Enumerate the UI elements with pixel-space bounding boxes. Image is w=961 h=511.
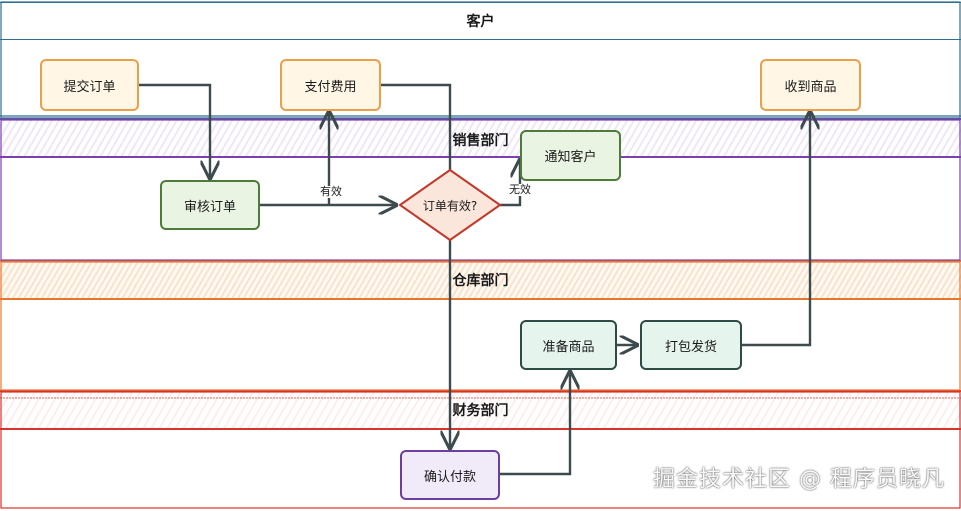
lane-title-customer: 客户 bbox=[466, 14, 495, 30]
node-receive-goods[interactable]: 收到商品 bbox=[760, 59, 861, 111]
node-review-order-label: 审核订单 bbox=[183, 199, 236, 215]
edge-pay-to-confirm bbox=[381, 83, 450, 448]
node-review-order[interactable]: 审核订单 bbox=[160, 180, 260, 230]
node-notify-customer-label: 通知客户 bbox=[544, 150, 597, 165]
edge-pack-to-receive bbox=[742, 112, 810, 347]
node-confirm-payment[interactable]: 确认付款 bbox=[400, 450, 500, 500]
node-pack-ship-label: 打包发货 bbox=[664, 339, 717, 355]
lane-title-sales: 销售部门 bbox=[452, 133, 509, 149]
edge-submit-to-review bbox=[139, 83, 210, 178]
lane-title-warehouse: 仓库部门 bbox=[452, 273, 509, 289]
edge-label-invalid: 无效 bbox=[508, 183, 532, 196]
node-submit-order[interactable]: 提交订单 bbox=[40, 59, 139, 111]
edge-label-valid: 有效 bbox=[319, 185, 343, 198]
node-prepare-goods[interactable]: 准备商品 bbox=[520, 320, 617, 370]
lane-header-warehouse: 仓库部门 bbox=[0, 260, 961, 300]
watermark: 掘金技术社区 @ 程序员晓凡 bbox=[653, 467, 945, 492]
node-order-valid[interactable]: 订单有效? bbox=[400, 170, 500, 240]
node-pay-fee[interactable]: 支付费用 bbox=[280, 59, 381, 111]
edge-confirm-to-prepare bbox=[500, 372, 570, 476]
node-receive-goods-label: 收到商品 bbox=[784, 79, 837, 95]
node-notify-customer[interactable]: 通知客户 bbox=[520, 130, 621, 181]
node-prepare-goods-label: 准备商品 bbox=[542, 339, 595, 355]
node-submit-order-label: 提交订单 bbox=[63, 79, 116, 95]
node-pack-ship[interactable]: 打包发货 bbox=[640, 320, 742, 370]
node-confirm-payment-label: 确认付款 bbox=[423, 469, 476, 485]
node-order-valid-label: 订单有效? bbox=[422, 198, 478, 213]
node-pay-fee-label: 支付费用 bbox=[304, 79, 357, 95]
lane-title-finance: 财务部门 bbox=[452, 403, 509, 419]
lane-header-finance: 财务部门 bbox=[0, 390, 961, 430]
